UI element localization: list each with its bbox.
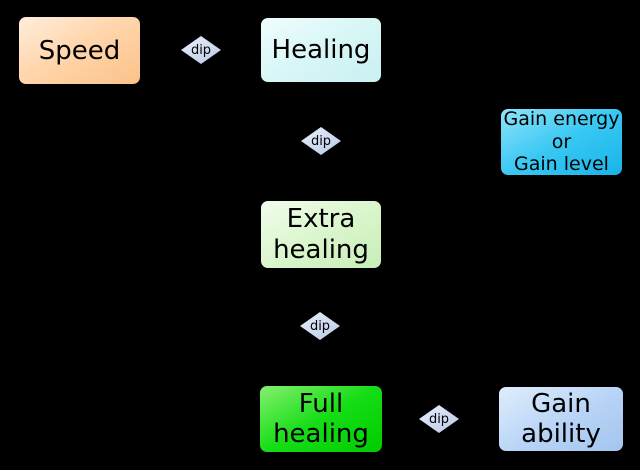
connector-label: dip [190, 42, 212, 58]
connector-dip-4: dip [417, 403, 461, 435]
node-label-line: Gain level [514, 153, 609, 176]
connector-dip-1: dip [179, 34, 223, 66]
node-label-line: Gain [531, 388, 591, 419]
connector-label: dip [428, 411, 450, 427]
node-label-line: healing [273, 234, 369, 265]
connector-dip-2: dip [299, 125, 343, 157]
node-full-healing: Full healing [258, 384, 384, 454]
node-label-line: Gain energy [503, 107, 620, 130]
connector-label: dip [310, 133, 332, 149]
node-speed: Speed [17, 15, 142, 86]
connector-dip-3: dip [298, 310, 342, 342]
connector-label: dip [309, 318, 331, 334]
node-label-line: healing [273, 419, 369, 449]
node-label: Speed [38, 35, 121, 66]
node-gain-ability: Gain ability [497, 385, 625, 453]
node-extra-healing: Extra healing [259, 199, 383, 270]
node-healing: Healing [259, 16, 383, 84]
node-gain-energy-or-level: Gain energy or Gain level [499, 107, 624, 177]
node-label: Healing [271, 35, 371, 65]
node-label-line: ability [521, 419, 601, 449]
node-label-line: Full [298, 388, 344, 419]
node-label-line: Extra [286, 204, 356, 235]
node-label-line: or [551, 130, 572, 153]
